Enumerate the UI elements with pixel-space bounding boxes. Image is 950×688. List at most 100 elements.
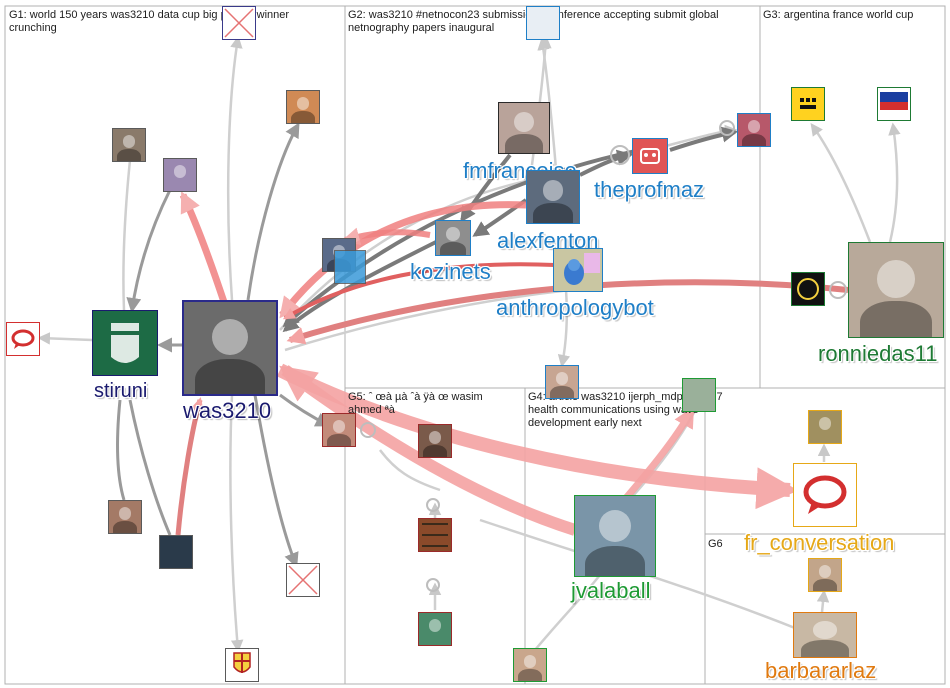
node-g1-purple[interactable]: [163, 158, 197, 192]
panel-g6: [704, 533, 946, 685]
bbc-sport-logo-icon: [800, 98, 816, 109]
avatar-body: [517, 668, 543, 681]
node-g5-group[interactable]: [418, 612, 452, 646]
edge-was-crest: [229, 394, 244, 653]
avatar-face: [818, 416, 832, 430]
node-g6-man[interactable]: [808, 558, 842, 592]
avatar-face: [555, 371, 569, 385]
node-g5-woman[interactable]: [322, 413, 356, 447]
node-kozinets[interactable]: [435, 220, 471, 256]
node-stiruni[interactable]: [92, 310, 158, 376]
broken-image-icon: [224, 8, 254, 38]
avatar-body: [812, 578, 838, 591]
label-ronniedas11: ronniedas11: [818, 341, 938, 366]
edge-purple-stiruni: [126, 189, 172, 313]
node-g3-woman[interactable]: [737, 113, 771, 147]
was3210-avatar-body: [195, 359, 265, 394]
avatar-face: [332, 419, 346, 433]
edge-stiruni-woman2: [115, 399, 126, 501]
label-fr-conversation: fr_conversation: [744, 530, 895, 555]
node-g1-speech[interactable]: [6, 322, 40, 356]
self-loops: [360, 120, 847, 592]
edges-dark: [282, 126, 739, 333]
node-theprofmaz[interactable]: [632, 138, 668, 174]
avatar-face: [446, 227, 460, 241]
avatar-face: [514, 112, 534, 132]
loop-g2: [610, 145, 630, 165]
node-ronniedas11[interactable]: [848, 242, 944, 338]
avatar-body: [326, 433, 352, 446]
edge-fm-koz: [460, 153, 512, 223]
edge-prof-was: [282, 148, 641, 328]
edge-chalk-was: [175, 397, 205, 536]
group-title-g5: G5: ˆ œà µà ˆà ÿà œ wasim ahmed ªà: [348, 391, 483, 416]
label-barbararlaz: barbararlaz: [765, 658, 877, 683]
node-fmfrancoise[interactable]: [498, 102, 550, 154]
loop-g3: [829, 281, 847, 299]
robot-icon: [640, 148, 660, 164]
edge-stiruni-speech: [37, 332, 93, 345]
node-g1-bluebox[interactable]: [334, 250, 366, 284]
node-g3-bbc[interactable]: [791, 87, 825, 121]
was3210-avatar-face: [211, 318, 249, 356]
node-g4-man[interactable]: [513, 648, 547, 682]
edge-jv-was: [279, 365, 577, 536]
node-fr-conversation[interactable]: [793, 463, 857, 527]
avatar-face: [877, 259, 915, 298]
label-jvalaball: jvalaball: [571, 578, 651, 603]
edge-ronnie-sky: [888, 122, 901, 243]
group-title-g6: G6: [708, 538, 723, 550]
node-jvalaball[interactable]: [574, 495, 656, 577]
avatar-body: [440, 242, 466, 255]
node-barbararlaz[interactable]: [793, 612, 857, 658]
edges-grey: [115, 122, 331, 568]
node-g5-books[interactable]: [418, 518, 452, 552]
edge-g2-bottom: [557, 289, 571, 368]
node-g1-top[interactable]: [222, 6, 256, 40]
node-g5-man[interactable]: [418, 424, 452, 458]
edge-alex-prof: [579, 149, 634, 177]
edge-koz-red: [341, 227, 431, 245]
edge-g4man-jv: [534, 574, 601, 651]
group-title-g1: G1: world 150 years was3210 data cup big…: [9, 9, 290, 34]
node-anthropologybot[interactable]: [553, 248, 603, 292]
broken-image-icon: [288, 565, 318, 595]
label-anthropologybot: anthropologybot: [496, 295, 654, 320]
avatar-face: [296, 96, 310, 110]
node-g1-woman[interactable]: [286, 90, 320, 124]
node-g3-sky[interactable]: [877, 87, 911, 121]
node-g1-chalk[interactable]: [159, 535, 193, 569]
sky-sports-logo-icon: [880, 92, 908, 110]
node-g1-woman2[interactable]: [108, 500, 142, 534]
node-g1-crest[interactable]: [225, 648, 259, 682]
edge-stiruni-chalk: [128, 399, 172, 536]
loop-g5b: [426, 498, 440, 512]
node-was3210[interactable]: [182, 300, 278, 396]
node-g6-dog[interactable]: [808, 410, 842, 444]
edge-was-g2a: [279, 173, 561, 331]
crest-icon: [233, 652, 251, 673]
label-stiruni: stiruni: [94, 380, 148, 402]
node-alexfenton[interactable]: [526, 170, 580, 224]
node-g1-broken[interactable]: [286, 563, 320, 597]
loop-g5: [360, 422, 376, 438]
loop-g2b: [719, 120, 735, 136]
avatar-face: [542, 180, 564, 202]
speech-bubble-icon: [803, 475, 847, 514]
avatar-body: [584, 545, 646, 576]
avatar-body: [112, 520, 138, 533]
node-g7[interactable]: [682, 378, 716, 412]
node-g1-person2[interactable]: [112, 128, 146, 162]
node-g3-talksport[interactable]: [791, 272, 825, 306]
label-theprofmaz: theprofmaz: [594, 177, 705, 202]
edge-ronnie-bbc: [810, 122, 872, 243]
edge-jv-g7: [617, 406, 696, 508]
avatar-body: [290, 110, 316, 123]
avatar-face: [428, 430, 442, 444]
talksport-logo-icon: [797, 278, 819, 300]
stiruni-crest-icon: [111, 323, 139, 363]
node-g2-woman-bottom[interactable]: [545, 365, 579, 399]
node-g2-top[interactable]: [526, 6, 560, 40]
avatar-body: [505, 134, 543, 153]
avatar-face: [523, 654, 537, 668]
